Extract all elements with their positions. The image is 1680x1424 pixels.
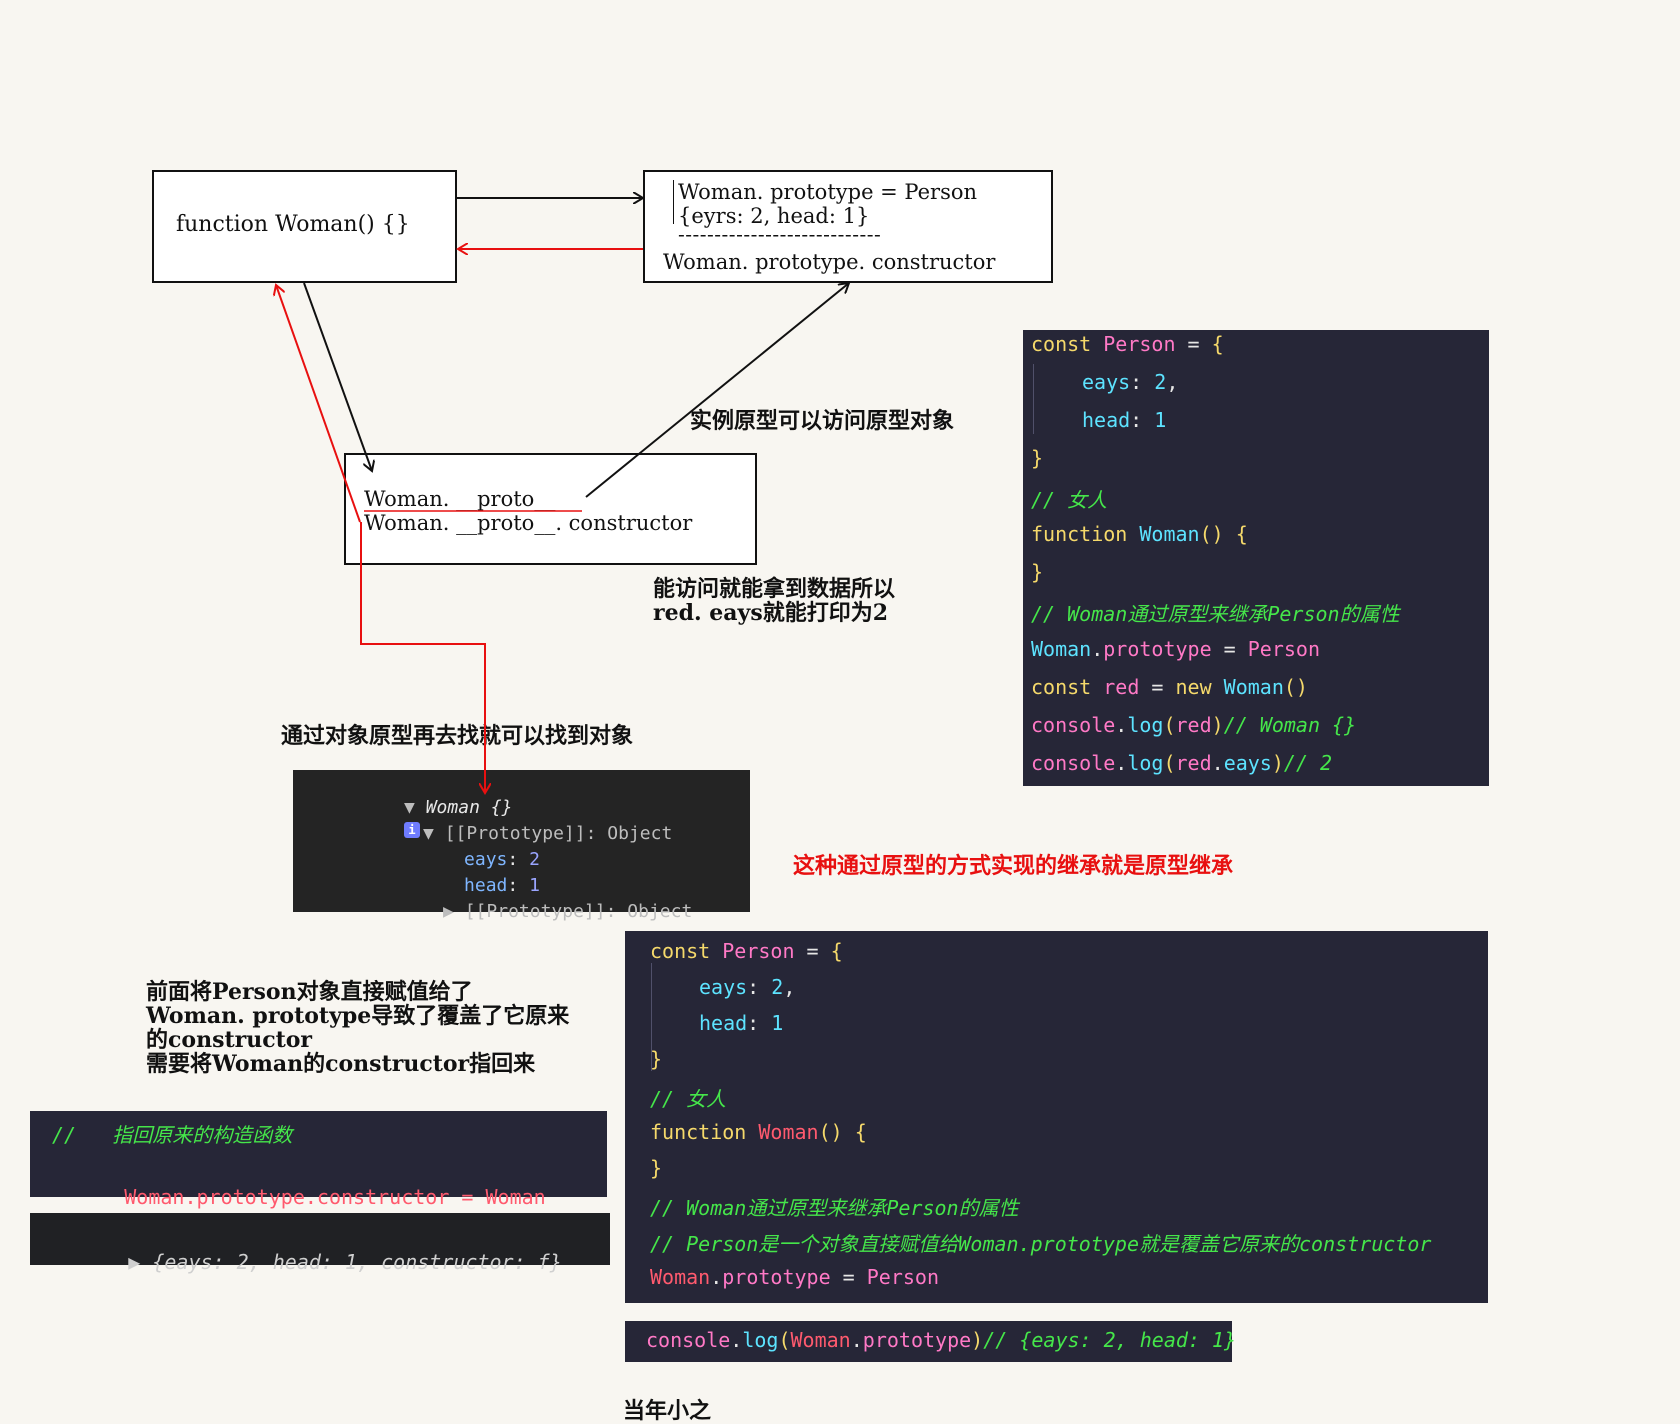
- label-overwrite-line-1: 前面将Person对象直接赋值给了: [146, 979, 473, 1005]
- code-line: console.log(red)// Woman {}: [1031, 713, 1357, 737]
- code-line: eays: 2,: [1082, 370, 1179, 394]
- code-line: // 女人: [1031, 488, 1108, 512]
- code-text: Person: [1103, 332, 1176, 356]
- code-line: // Person是一个对象直接赋值给Woman.prototype就是覆盖它原…: [650, 1232, 1432, 1256]
- prototype-divider: ----------------------------: [678, 222, 882, 246]
- instance-proto-box: Woman. __proto__ Woman. __proto__. const…: [344, 453, 757, 565]
- devtools-prototype-label: [[Prototype]]: Object: [464, 901, 693, 922]
- prototype-object-box: Woman. prototype = Person {eyrs: 2, head…: [643, 170, 1053, 283]
- label-bottom-partial: 当年小之: [623, 1398, 712, 1424]
- code-block-bottom: const Person = { eays: 2, head: 1 } // 女…: [625, 931, 1488, 1303]
- devtools-object-panel: ▼ Woman {} i ▼ [[Prototype]]: Object eay…: [293, 770, 750, 922]
- code-block-top: const Person = { eays: 2, head: 1 } // 女…: [1023, 330, 1489, 786]
- caret-down-icon[interactable]: ▼: [423, 823, 445, 844]
- code-line: Woman.prototype = Person: [650, 1265, 940, 1289]
- code-line: function Woman() {: [1031, 522, 1248, 546]
- devtools-prototype-label: [[Prototype]]: Object: [444, 823, 673, 844]
- code-block-restore: // 指回原来的构造函数 Woman.prototype.constructor…: [30, 1111, 607, 1209]
- devtools-value: 1: [529, 875, 540, 896]
- label-instance-access: 实例原型可以访问原型对象: [690, 408, 955, 434]
- devtools-key: head: [464, 875, 508, 896]
- prototype-line-1: Woman. prototype = Person: [678, 180, 978, 204]
- code-block-log: console.log(Woman.prototype)// {eays: 2,…: [625, 1321, 1236, 1362]
- label-overwrite-line-3: 的constructor: [146, 1027, 313, 1053]
- devtools-value: 2: [529, 849, 540, 870]
- devtools-woman-label: Woman {}: [425, 797, 513, 818]
- devtools-object-text: {eays: 2, head: 1, constructor: f}: [152, 1250, 562, 1274]
- code-line: // Woman通过原型来继承Person的属性: [1031, 602, 1400, 626]
- code-line: head: 1: [1082, 408, 1167, 432]
- label-overwrite-line-2: Woman. prototype导致了覆盖了它原来: [146, 1003, 570, 1029]
- label-can-access-line-1: 能访问就能拿到数据所以: [653, 576, 896, 602]
- prototype-line-3: Woman. prototype. constructor: [663, 250, 996, 274]
- code-line: Woman.prototype = Person: [1031, 637, 1321, 661]
- code-line: }: [650, 1047, 663, 1071]
- devtools-row-eays: eays: 2: [464, 849, 540, 870]
- code-line: console.log(red.eays)// 2: [1031, 751, 1333, 775]
- code-line: head: 1: [699, 1011, 784, 1035]
- code-line: Woman.prototype.constructor = Woman: [52, 1161, 546, 1233]
- proto-line-1: Woman. __proto__: [364, 487, 556, 511]
- code-line: }: [1031, 560, 1044, 584]
- prototype-line-2: {eyrs: 2, head: 1}: [678, 204, 870, 228]
- code-line: function Woman() {: [650, 1120, 867, 1144]
- devtools-row-object[interactable]: ▶ {eays: 2, head: 1, constructor: f}: [56, 1226, 562, 1298]
- caret-right-icon[interactable]: ▶: [443, 901, 465, 922]
- info-badge-icon: i: [404, 822, 421, 838]
- label-overwrite-line-4: 需要将Woman的constructor指回来: [146, 1051, 536, 1077]
- code-line: console.log(Woman.prototype)// {eays: 2,…: [646, 1328, 1237, 1352]
- code-line: const Person = {: [650, 939, 843, 963]
- label-find-object: 通过对象原型再去找就可以找到对象: [281, 723, 634, 749]
- label-prototype-inheritance: 这种通过原型的方式实现的继承就是原型继承: [793, 853, 1234, 879]
- code-line: const red = new Woman(): [1031, 675, 1308, 699]
- code-line: const Person = {: [1031, 332, 1224, 356]
- devtools-row-prototype[interactable]: ▼ [[Prototype]]: Object: [358, 802, 672, 865]
- code-line: // Woman通过原型来继承Person的属性: [650, 1196, 1019, 1220]
- code-line: // 指回原来的构造函数: [52, 1123, 293, 1147]
- devtools-row-prototype-2[interactable]: ▶ [[Prototype]]: Object: [378, 880, 692, 943]
- caret-right-icon[interactable]: ▶: [128, 1250, 153, 1274]
- cursor-bar: [673, 180, 674, 224]
- devtools-constructor-panel: ▶ {eays: 2, head: 1, constructor: f}: [30, 1213, 610, 1274]
- code-line: // 女人: [650, 1087, 727, 1111]
- code-text: Woman.prototype.constructor = Woman: [124, 1185, 546, 1209]
- woman-function-text: function Woman() {}: [176, 212, 410, 237]
- caret-down-icon[interactable]: ▼: [404, 797, 426, 818]
- woman-function-box: function Woman() {}: [152, 170, 457, 283]
- label-can-access-line-2: red. eays就能打印为2: [653, 600, 889, 626]
- devtools-row-woman[interactable]: ▼ Woman {} i: [339, 776, 512, 860]
- devtools-key: eays: [464, 849, 508, 870]
- proto-line-2: Woman. __proto__. constructor: [364, 511, 693, 535]
- code-line: }: [1031, 446, 1044, 470]
- indent-guide: [1033, 364, 1034, 434]
- indent-guide: [651, 963, 652, 1071]
- devtools-row-head: head: 1: [464, 875, 540, 896]
- code-line: eays: 2,: [699, 975, 796, 999]
- code-line: }: [650, 1156, 663, 1180]
